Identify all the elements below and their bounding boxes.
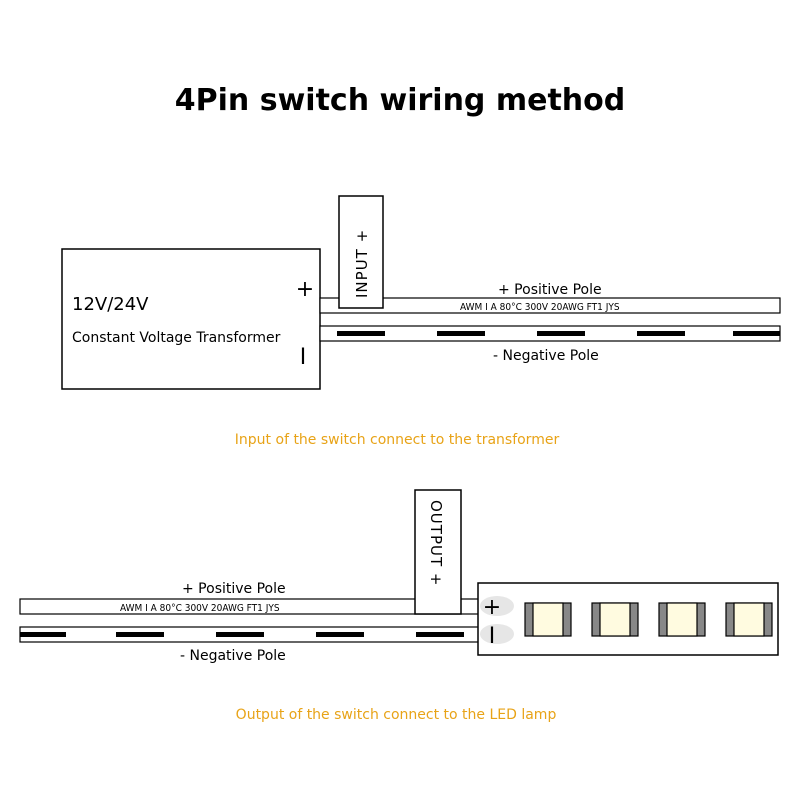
page-title: 4Pin switch wiring method [175,83,625,118]
top-positive-wire [319,297,781,314]
input-connector-label: INPUT + [353,229,371,298]
led-chips [524,602,773,637]
bottom-caption: Output of the switch connect to the LED … [236,707,557,723]
bottom-negative-pole-label: - Negative Pole [180,648,286,664]
transformer-description: Constant Voltage Transformer [72,330,281,346]
output-connector-label: OUTPUT + [427,500,445,586]
transformer-minus-sign: I [300,345,307,370]
transformer-voltage: 12V/24V [72,294,149,315]
bottom-negative-stripe [20,632,464,637]
transformer-box [61,248,321,390]
top-negative-stripe [337,331,780,336]
led-strip-negative-pad [480,624,514,644]
led-strip-minus-sign: I [489,624,496,649]
bottom-wire-print: AWM I A 80°C 300V 20AWG FT1 JYS [120,603,280,614]
bottom-section: AWM I A 80°C 300V 20AWG FT1 JYS + Positi… [19,489,779,723]
bottom-positive-pole-label: + Positive Pole [182,581,286,597]
led-strip-plus-sign: + [483,595,501,620]
led-chip [524,602,572,637]
top-caption: Input of the switch connect to the trans… [235,432,560,448]
top-wire-print: AWM I A 80°C 300V 20AWG FT1 JYS [460,302,620,313]
led-chip [658,602,706,637]
led-strip-positive-pad [480,596,514,616]
led-chip [591,602,639,637]
transformer-plus-sign: + [296,277,314,302]
top-section: 12V/24V Constant Voltage Transformer + I… [61,195,781,448]
input-connector [338,195,384,309]
output-connector [414,489,462,615]
led-chip [725,602,773,637]
top-negative-pole-label: - Negative Pole [493,348,599,364]
top-positive-pole-label: + Positive Pole [498,282,602,298]
